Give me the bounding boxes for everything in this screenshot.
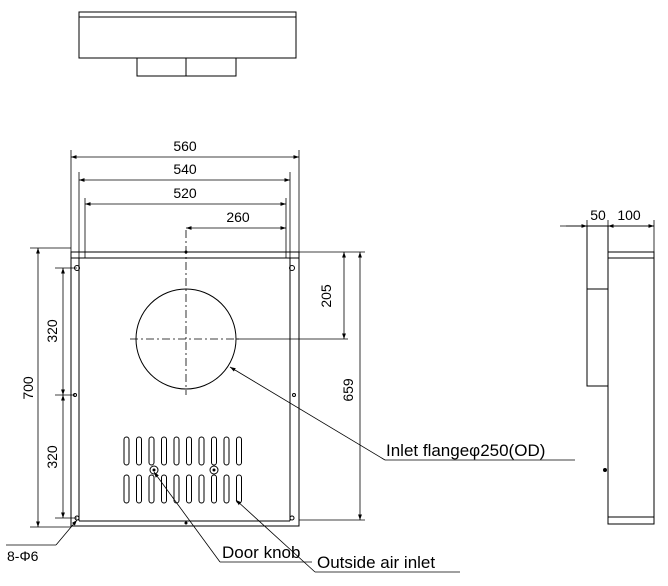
louver-slot (136, 474, 142, 504)
louver-slot (223, 474, 230, 504)
louver-slot (186, 474, 192, 504)
louver-slot (173, 436, 180, 466)
louver-slot (123, 436, 130, 466)
louver-slot (186, 436, 192, 466)
right-vertical-dimensions: 205 659 (236, 251, 365, 521)
dim-560: 560 (173, 138, 197, 154)
side-view: 50 100 (560, 207, 655, 525)
louver-slot (161, 436, 167, 466)
mounting-holes (73, 250, 296, 525)
callouts: Inlet flangeφ250(OD) Door knob Outside a… (6, 366, 575, 573)
louver-slot (211, 436, 217, 466)
dim-540: 540 (173, 161, 197, 177)
louver-slot (136, 436, 142, 466)
dim-260: 260 (226, 209, 250, 225)
side-view-duct (586, 225, 609, 387)
dim-320-upper: 320 (44, 319, 60, 343)
top-view-body (78, 11, 297, 59)
louver-slot (198, 474, 205, 504)
louver-slot (148, 436, 155, 466)
louver-slot (173, 474, 180, 504)
louver-slot (123, 474, 130, 504)
louver-slot (236, 436, 242, 466)
dim-700: 700 (20, 376, 36, 400)
dim-520: 520 (173, 185, 197, 201)
louver-slot (161, 474, 167, 504)
front-view (70, 230, 300, 527)
top-view (78, 11, 297, 77)
louver-slot (236, 474, 242, 504)
louver-slot (198, 436, 205, 466)
louver-slot (148, 474, 155, 504)
dim-205: 205 (318, 284, 334, 308)
horizontal-dimensions: 560 540 520 260 (70, 138, 300, 258)
louver-slot (223, 436, 230, 466)
dim-100: 100 (617, 207, 641, 223)
label-door-knob: Door knob (222, 543, 300, 562)
dim-50: 50 (590, 207, 606, 223)
dim-659: 659 (340, 378, 356, 402)
label-mounting-holes: 8-Φ6 (7, 548, 39, 564)
label-inlet-flange: Inlet flangeφ250(OD) (386, 441, 545, 460)
label-outside-air-inlet: Outside air inlet (317, 553, 435, 572)
side-view-body (607, 251, 655, 525)
louver-slot (211, 474, 217, 504)
outside-air-louvers (123, 436, 242, 504)
dim-320-lower: 320 (44, 445, 60, 469)
left-vertical-dimensions: 700 320 320 (20, 247, 77, 528)
door-knobs (149, 465, 219, 475)
